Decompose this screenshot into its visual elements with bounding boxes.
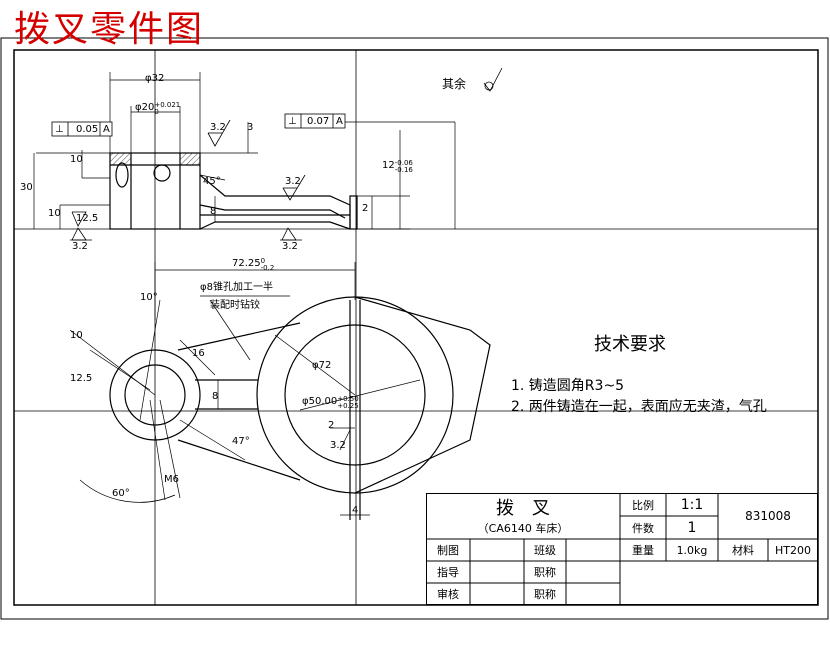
weight-value: 1.0kg (676, 543, 708, 557)
guide-label: 指导 (437, 566, 459, 579)
tolerance-frames (51, 113, 346, 137)
qty-value: 1 (687, 519, 697, 536)
tolerance-datum-1: A (103, 124, 110, 135)
front-dimension-lines (69, 262, 421, 516)
dim-7225: 72.250-0.2 (232, 257, 275, 272)
roughness-symbols (70, 67, 503, 241)
title-block-grid (426, 493, 818, 605)
dim-10c: 10 (70, 330, 83, 341)
dim-angle45: 45° (203, 176, 221, 187)
dim-8b: 8 (212, 391, 219, 402)
scale-label: 比例 (632, 498, 654, 512)
dim-12: 12-0.06-0.16 (382, 159, 413, 174)
tolerance-value-1: 0.05 (76, 124, 99, 135)
tolerance-symbol-1: ⊥ (55, 124, 64, 135)
dim-dia72: φ72 (312, 360, 332, 371)
material-label: 材料 (732, 544, 754, 557)
dim-16: 16 (192, 348, 205, 359)
tech-requirements-list: 1. 铸造圆角R3~5 2. 两件铸造在一起，表面应无夹渣，气孔 (511, 376, 767, 418)
roughness-r5: 3.2 (282, 241, 298, 252)
dim-angle47: 47° (232, 436, 250, 447)
scale-value: 1:1 (680, 496, 704, 513)
section-dimension-lines (33, 72, 456, 230)
dim-angle60: 60° (112, 488, 130, 499)
title-label-2: 职称 (534, 588, 556, 601)
surface-note-label: 其余 (442, 77, 467, 91)
roughness-r4: 3.2 (72, 241, 88, 252)
drawing-number: 831008 (745, 509, 791, 523)
dim-4: 4 (352, 505, 359, 516)
dim-dia50: φ50.00+0.50+0.25 (302, 395, 359, 410)
dim-m6: M6 (164, 474, 179, 485)
note-assembly: 装配时钻铰 (210, 300, 260, 311)
dim-2: 2 (362, 203, 369, 214)
qty-label: 件数 (632, 521, 654, 535)
dim-3: 3 (247, 122, 254, 133)
dim-r125: 12.5 (70, 373, 93, 384)
dim-dia32: φ32 (145, 73, 165, 84)
center-lines (14, 50, 818, 605)
dim-8a: 8 (210, 206, 217, 217)
tolerance-value-2: 0.07 (307, 116, 330, 127)
section-view (109, 152, 358, 230)
dim-30: 30 (20, 182, 33, 193)
tolerance-datum-2: A (336, 116, 343, 127)
title-label-1: 职称 (534, 566, 556, 579)
dim-2b: 2 (328, 420, 335, 431)
front-view (109, 296, 491, 520)
tech-item-1: 1. 铸造圆角R3~5 (511, 378, 625, 394)
dim-10b: 10 (48, 208, 61, 219)
outer-border (0, 37, 829, 620)
dim-angle10: 10° (140, 292, 158, 303)
page-title: 拨叉零件图 (14, 9, 205, 50)
tech-requirements-title: 技术要求 (594, 334, 666, 355)
machine-name: （CA6140 车床） (477, 522, 569, 535)
inner-border (13, 49, 819, 606)
tech-item-2: 2. 两件铸造在一起，表面应无夹渣，气孔 (511, 399, 767, 415)
review-label: 审核 (437, 588, 459, 601)
roughness-r2: 3.2 (285, 176, 301, 187)
drawn-label: 制图 (437, 544, 459, 557)
material-value: HT200 (775, 543, 811, 557)
title-block: 拨 叉 （CA6140 车床） 比例 1:1 件数 1 831008 重量 1.… (426, 493, 818, 605)
weight-label: 重量 (632, 544, 654, 557)
dim-10a: 10 (70, 154, 83, 165)
roughness-r3: 12.5 (76, 213, 99, 224)
tolerance-symbol-2: ⊥ (288, 116, 297, 127)
note-cone-hole: φ8锥孔加工一半 (200, 282, 273, 293)
part-name: 拨 叉 (496, 498, 550, 519)
roughness-r6: 3.2 (330, 440, 346, 451)
roughness-r1: 3.2 (210, 122, 226, 133)
class-label: 班级 (534, 544, 556, 557)
